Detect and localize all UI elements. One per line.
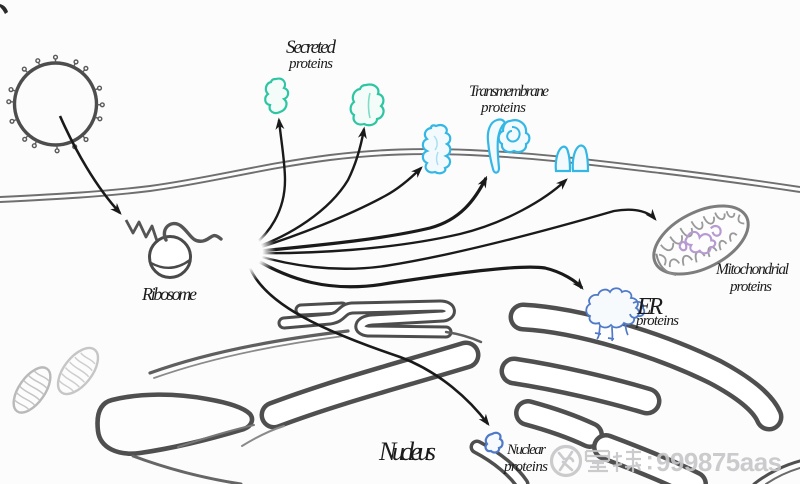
svg-text:proteins: proteins [480, 100, 526, 116]
svg-text:ER: ER [636, 294, 663, 320]
svg-text:proteins: proteins [729, 279, 772, 295]
svg-text:999875aas: 999875aas [656, 447, 782, 477]
svg-text:Secreted: Secreted [286, 37, 337, 58]
svg-text:Ribosome: Ribosome [141, 284, 197, 304]
svg-text:Transmembrane: Transmembrane [469, 83, 549, 100]
svg-text:Nuclear: Nuclear [506, 442, 546, 458]
svg-text:Mitochondrial: Mitochondrial [715, 261, 789, 278]
svg-text:proteins: proteins [288, 56, 333, 72]
svg-text:proteins: proteins [503, 459, 548, 475]
svg-text:proteins: proteins [635, 313, 679, 329]
svg-text:Nucleus: Nucleus [378, 437, 436, 466]
